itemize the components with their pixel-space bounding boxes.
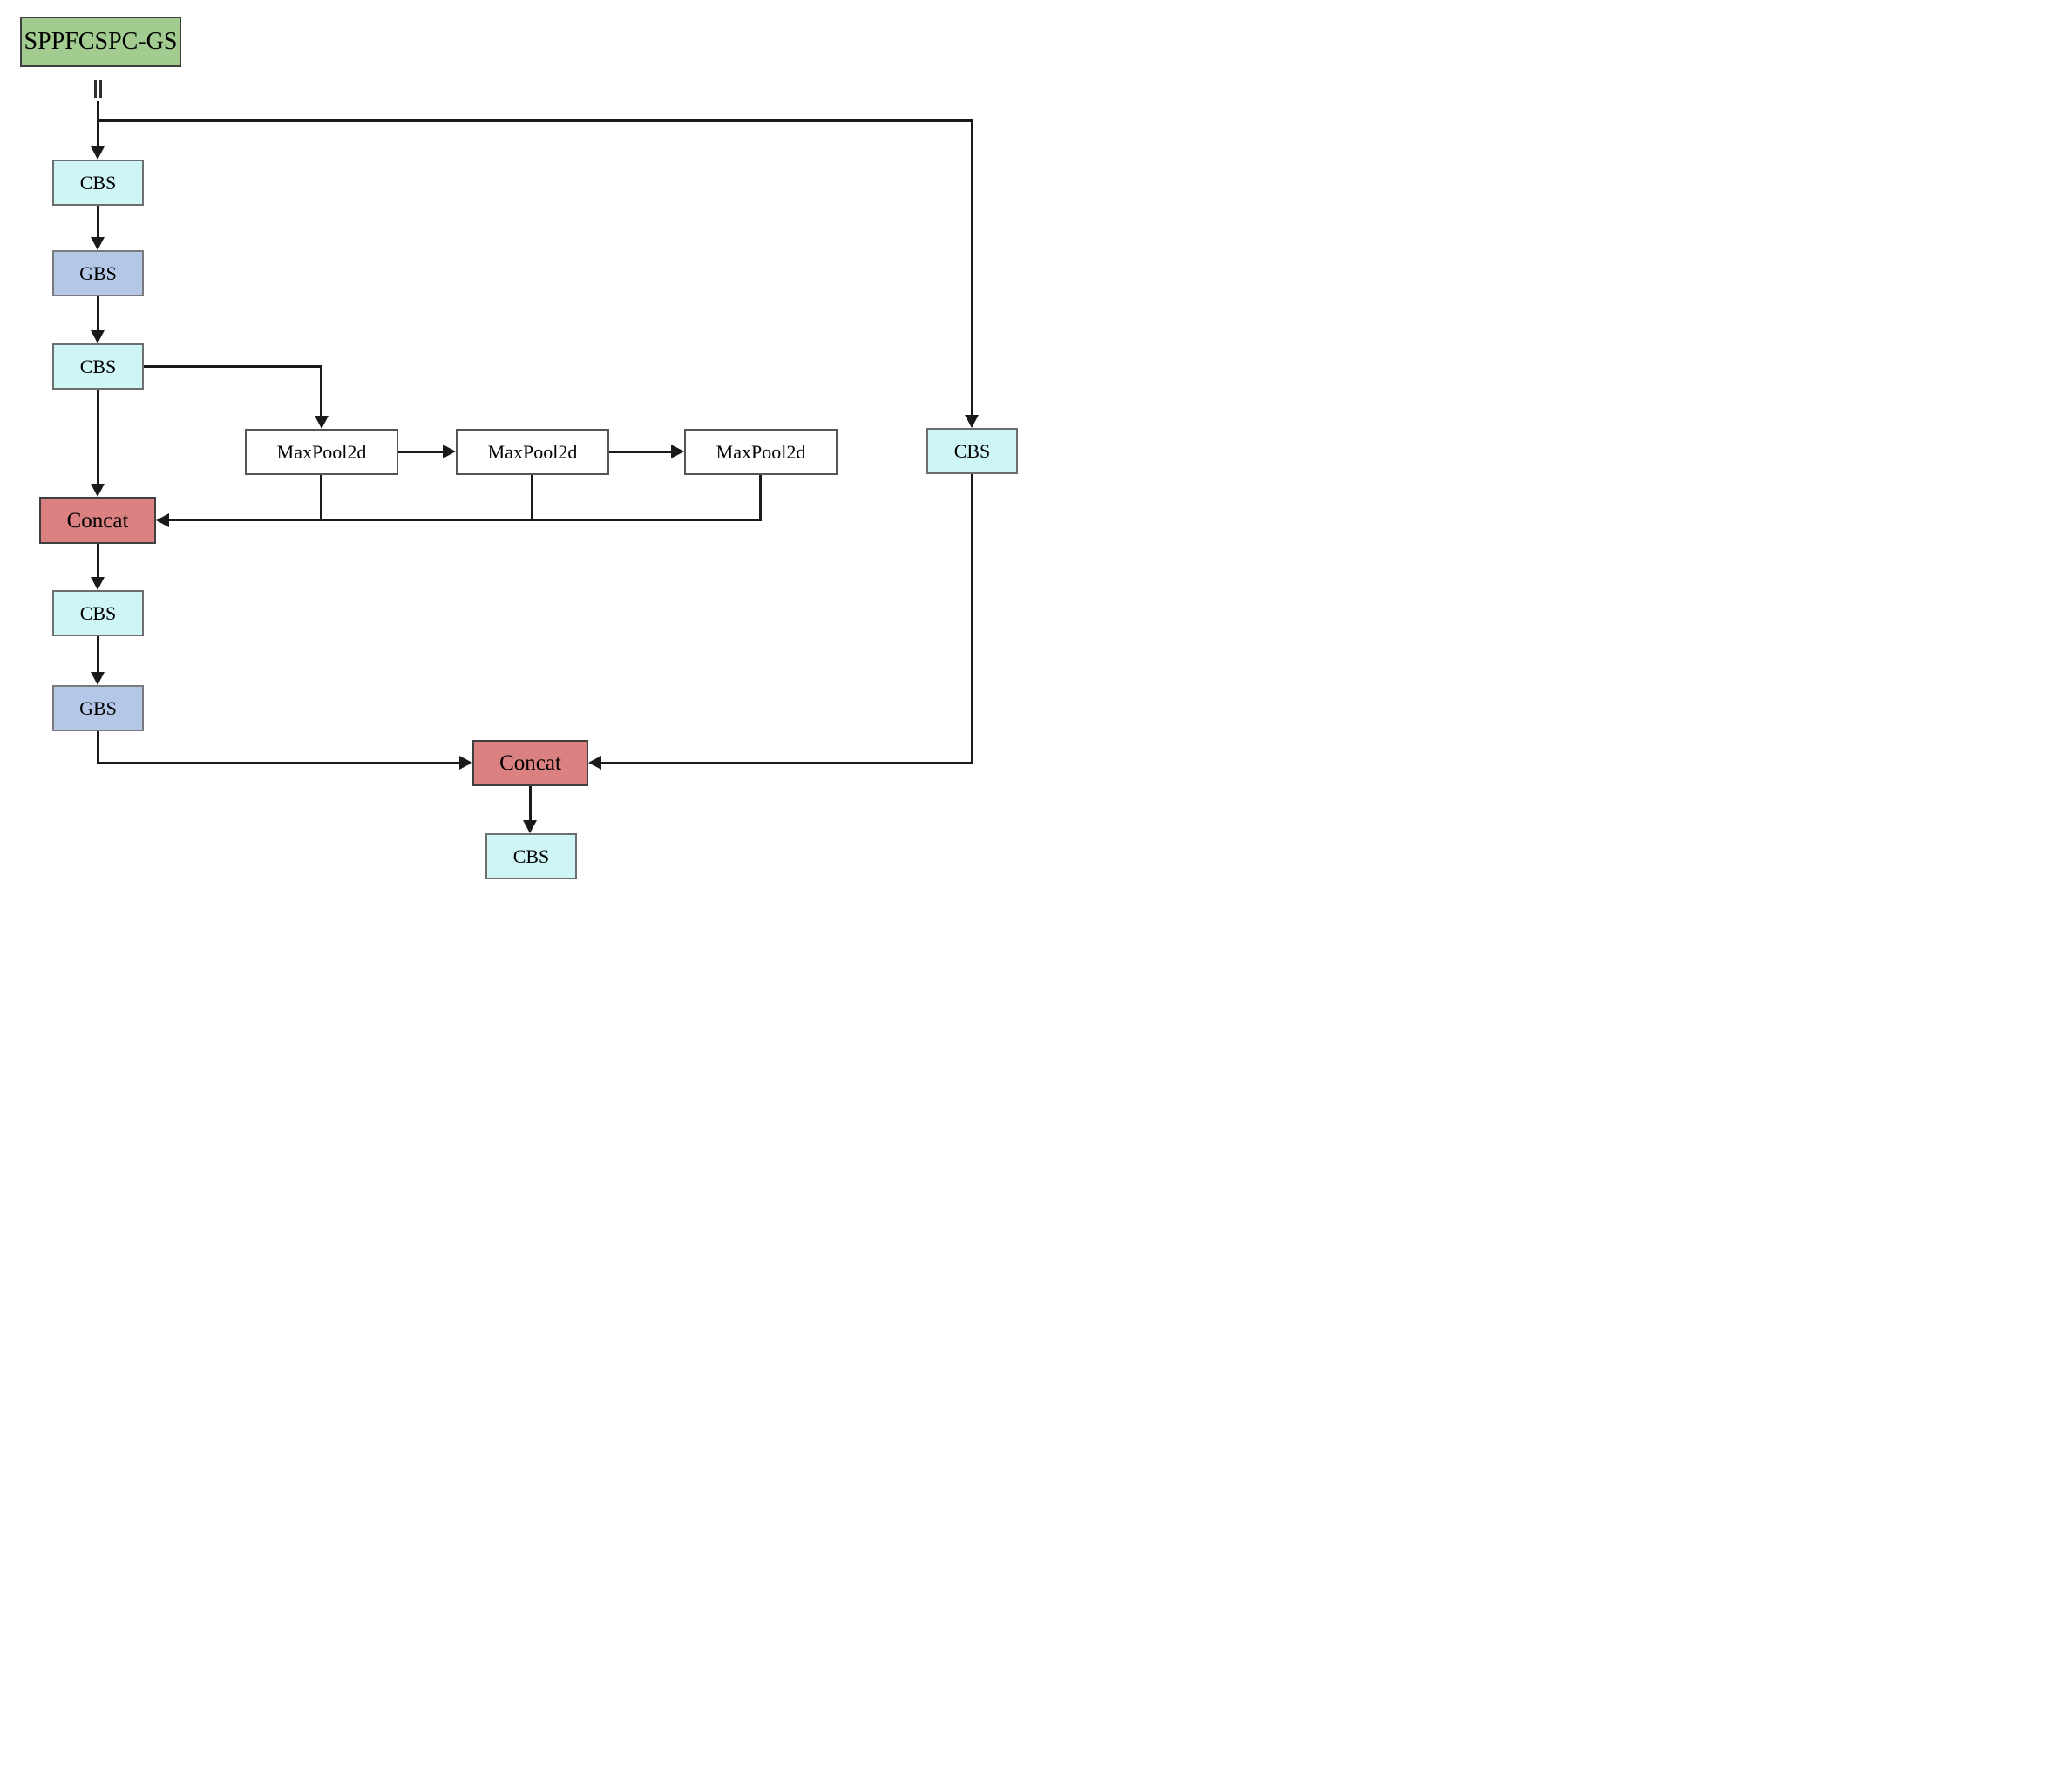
equivalence-mark-icon bbox=[99, 80, 102, 98]
arrow-right-icon bbox=[459, 756, 472, 770]
node-cbs-output: CBS bbox=[485, 833, 577, 879]
node-cbs-3: CBS bbox=[52, 590, 144, 636]
node-sppfcspc-gs-title: SPPFCSPC-GS bbox=[20, 17, 181, 67]
node-cbs-2: CBS bbox=[52, 343, 144, 390]
arrow-right-icon bbox=[443, 445, 456, 458]
edge-gbs1-to-cbs2 bbox=[97, 296, 99, 330]
node-gbs-2: GBS bbox=[52, 685, 144, 731]
edge-maxpool3-drop bbox=[759, 475, 762, 521]
edge-right-to-concat2 bbox=[601, 762, 973, 764]
edge-gbs2-to-concat2 bbox=[97, 762, 459, 764]
arrow-down-icon bbox=[91, 330, 105, 343]
edge-cbs2-to-concat1 bbox=[97, 390, 99, 484]
node-maxpool2d-3: MaxPool2d bbox=[684, 429, 838, 475]
node-concat-2: Concat bbox=[472, 740, 588, 786]
node-concat-1: Concat bbox=[39, 497, 156, 544]
arrow-left-icon bbox=[588, 756, 601, 770]
node-cbs-right-branch: CBS bbox=[926, 428, 1018, 474]
arrow-down-icon bbox=[91, 484, 105, 497]
edge-maxpool1-to-maxpool2 bbox=[398, 451, 443, 453]
sppfcspc-gs-architecture-diagram: SPPFCSPC-GS CBS GBS CBS MaxPool2d MaxPoo… bbox=[0, 0, 1034, 896]
node-cbs-1: CBS bbox=[52, 160, 144, 206]
node-maxpool2d-2: MaxPool2d bbox=[456, 429, 609, 475]
edge-cbs2-to-maxpool-h bbox=[144, 365, 322, 368]
edge-maxpool1-drop bbox=[320, 475, 322, 521]
arrow-down-icon bbox=[523, 820, 537, 833]
edge-gbs2-down bbox=[97, 731, 99, 764]
node-gbs-1: GBS bbox=[52, 250, 144, 296]
edge-concat1-to-cbs3 bbox=[97, 544, 99, 577]
arrow-right-icon bbox=[671, 445, 684, 458]
edge-concat2-to-cbs4 bbox=[529, 786, 532, 820]
arrow-down-icon bbox=[91, 237, 105, 250]
edge-cbsright-down bbox=[971, 474, 973, 764]
edge-maxpool2-to-maxpool3 bbox=[609, 451, 671, 453]
edge-right-branch-down bbox=[971, 119, 973, 415]
edge-cbs2-to-maxpool-v bbox=[320, 365, 322, 416]
arrow-down-icon bbox=[91, 146, 105, 160]
arrow-down-icon bbox=[315, 416, 329, 429]
edge-maxpool-collector bbox=[169, 519, 762, 521]
arrow-left-icon bbox=[156, 513, 169, 527]
arrow-down-icon bbox=[91, 672, 105, 685]
edge-input-stem bbox=[97, 101, 99, 147]
edge-top-branch bbox=[97, 119, 973, 122]
edge-cbs3-to-gbs2 bbox=[97, 636, 99, 672]
arrow-down-icon bbox=[965, 415, 979, 428]
edge-cbs1-to-gbs1 bbox=[97, 206, 99, 237]
edge-maxpool2-drop bbox=[531, 475, 533, 521]
arrow-down-icon bbox=[91, 577, 105, 590]
equivalence-mark-icon bbox=[94, 80, 97, 98]
node-maxpool2d-1: MaxPool2d bbox=[245, 429, 398, 475]
